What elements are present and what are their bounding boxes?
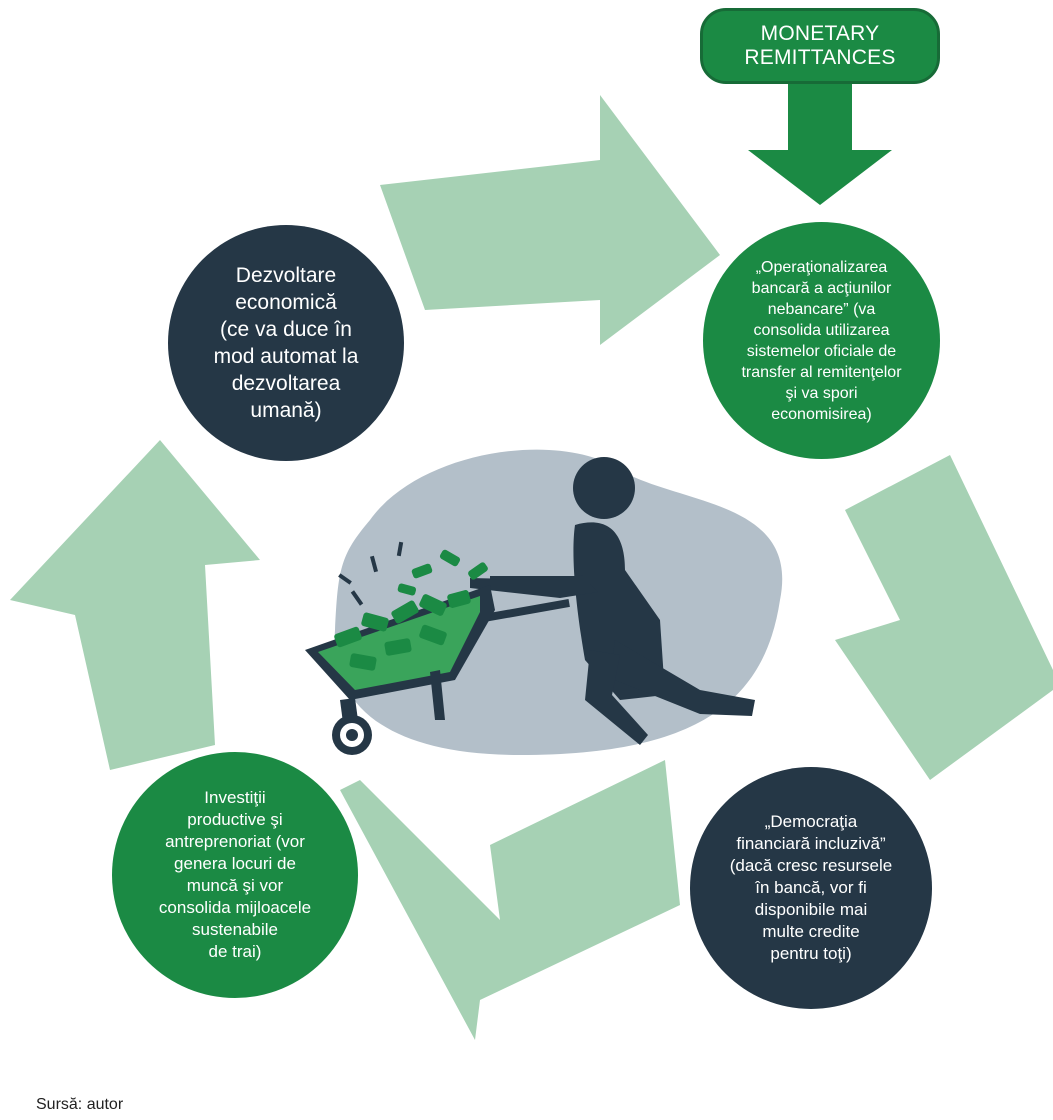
source-note: Sursă: autor [36,1096,124,1113]
banking-operationalization-node: „Operaţionalizarea bancară a acţiunilor … [703,222,940,459]
economic-development-node: Dezvoltare economică (ce va duce în mod … [168,225,404,461]
economic-development-text: Dezvoltare economică (ce va duce în mod … [213,264,359,422]
arrow-bottom [340,760,680,1040]
monetary-remittances-box: MONETARY REMITTANCES [700,8,940,84]
productive-investments-node: Investiţii productive şi antreprenoriat … [112,752,358,998]
arrow-top [380,95,720,345]
down-arrow-icon [748,84,892,205]
monetary-remittances-label: MONETARY REMITTANCES [744,22,896,69]
financial-democracy-node: „Democraţia financiară incluzivă” (dacă … [690,767,932,1009]
banking-operationalization-text: „Operaţionalizarea bancară a acţiunilor … [741,258,902,423]
productive-investments-text: Investiţii productive şi antreprenoriat … [158,788,312,961]
arrow-left [10,440,260,770]
financial-democracy-text: „Democraţia financiară incluzivă” (dacă … [729,812,893,963]
arrow-right [835,455,1053,780]
person-wheelbarrow-icon [305,449,783,755]
